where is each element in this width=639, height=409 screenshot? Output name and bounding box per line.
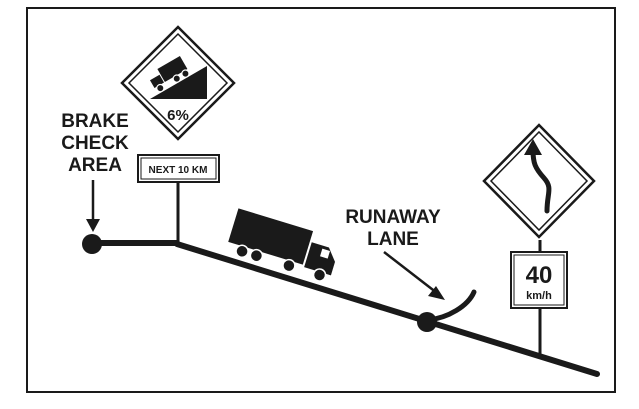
runaway-lane-marker (417, 312, 437, 332)
speed-plate-inner (513, 254, 565, 306)
brake-check-marker (82, 234, 102, 254)
curve-warning-sign: 40 km/h (482, 123, 596, 357)
runaway-arrowhead (428, 286, 445, 300)
brake-check-label: BRAKE CHECK AREA (61, 111, 129, 232)
runaway-line2: LANE (367, 229, 419, 250)
speed-unit: km/h (526, 290, 552, 302)
brake-check-arrowhead (86, 219, 100, 232)
curve-diamond-outer (482, 123, 596, 239)
grade-distance-text: NEXT 10 KM (149, 165, 208, 176)
brake-check-line3: AREA (68, 155, 122, 176)
runaway-lane-label: RUNAWAY LANE (345, 207, 445, 300)
road-downgrade (174, 241, 600, 377)
grade-distance-plate (137, 154, 220, 183)
truck-icon (228, 208, 336, 282)
truck-on-grade-icon (149, 56, 207, 99)
grade-warning-sign: 6% NEXT 10 KM (120, 25, 236, 244)
brake-check-line1: BRAKE (61, 111, 129, 132)
speed-plate (510, 251, 568, 309)
curve-diamond-inner (489, 130, 589, 232)
road (82, 234, 600, 377)
speed-value: 40 (526, 262, 553, 289)
brake-check-line2: CHECK (61, 133, 129, 154)
grade-distance-plate-inner (140, 157, 217, 180)
winding-road-arrow-icon (524, 139, 552, 214)
grade-percent: 6% (167, 107, 189, 124)
grade-diamond-inner (127, 32, 229, 134)
runaway-arrow (383, 251, 438, 294)
runaway-line1: RUNAWAY (345, 207, 441, 228)
